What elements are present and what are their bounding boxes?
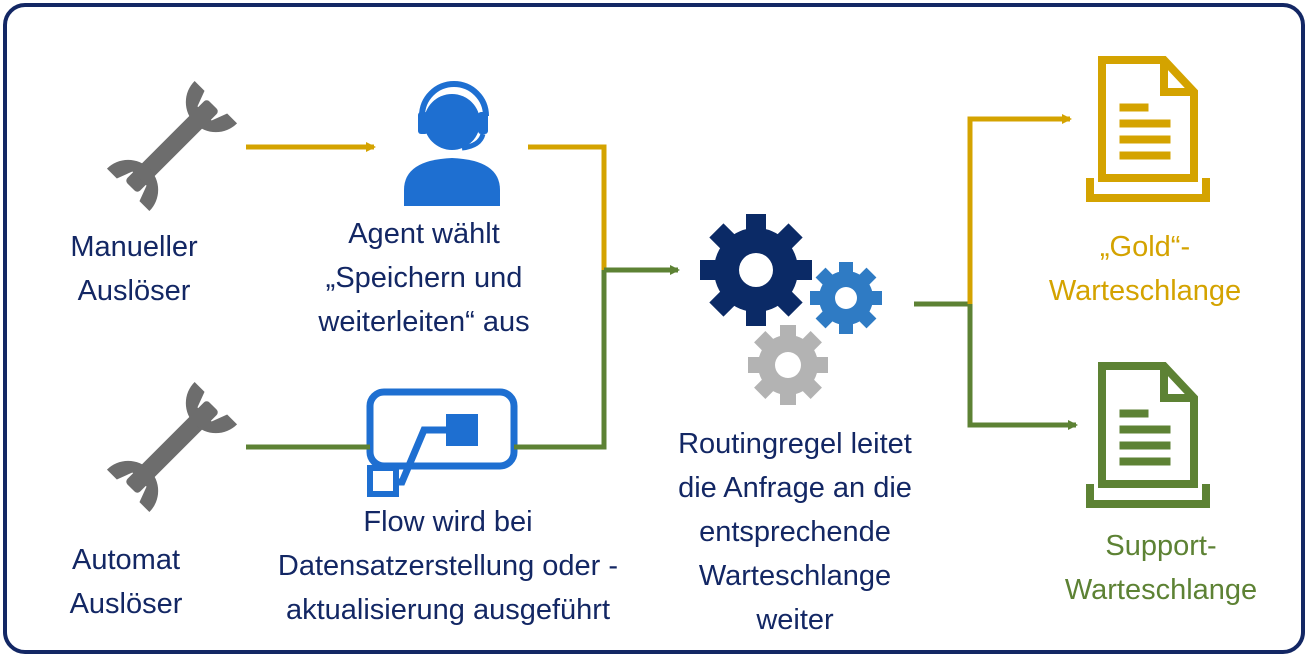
flow-label-line3: aktualisierung ausgeführt <box>285 594 611 626</box>
support-queue-label-line2: Warteschlange <box>1064 574 1258 606</box>
manual-trigger-label: Manueller Auslöser <box>34 225 234 313</box>
agent-label-line2: „Speichern und <box>325 262 523 294</box>
routing-label-line1: Routingregel leitet <box>678 428 912 460</box>
agent-label-line1: Agent wählt <box>348 218 500 250</box>
arrow-to-gold-queue <box>967 114 1072 304</box>
support-queue-label: Support- Warteschlange <box>1036 524 1286 612</box>
support-queue-label-line1: Support- <box>1105 530 1217 562</box>
manual-trigger-label-line1: Manueller <box>70 231 198 263</box>
flow-label: Flow wird bei Datensatzerstellung oder -… <box>238 500 658 632</box>
auto-trigger-label-line1: Automat <box>72 544 180 576</box>
flow-label-line1: Flow wird bei <box>363 506 533 538</box>
manual-trigger-label-line2: Auslöser <box>77 275 191 307</box>
arrow-to-support-queue <box>967 304 1078 430</box>
routing-label-line5: weiter <box>756 604 834 636</box>
agent-label: Agent wählt „Speichern und weiterleiten“… <box>274 212 574 344</box>
auto-trigger-label-line2: Auslöser <box>69 588 183 620</box>
wrench-icon <box>106 80 238 212</box>
routing-label: Routingregel leitet die Anfrage an die e… <box>640 422 950 642</box>
flow-label-line2: Datensatzerstellung oder - <box>277 550 619 582</box>
gold-queue-label-line1: „Gold“- <box>1099 231 1191 263</box>
wrench-icon <box>106 381 238 513</box>
document-queue-icon <box>1090 60 1206 198</box>
routing-label-line4: Warteschlange <box>698 560 892 592</box>
auto-trigger-label: Automat Auslöser <box>26 538 226 626</box>
connector-agent-to-routing <box>528 144 607 270</box>
routing-label-line3: entsprechende <box>699 516 891 548</box>
diagram-frame <box>3 3 1305 654</box>
power-automate-flow-icon <box>366 388 518 497</box>
agent-label-line3: weiterleiten“ aus <box>318 306 530 338</box>
routing-label-line2: die Anfrage an die <box>678 472 912 504</box>
gold-queue-label-line2: Warteschlange <box>1048 275 1242 307</box>
gold-queue-label: „Gold“- Warteschlange <box>1020 225 1270 313</box>
document-queue-icon <box>1090 366 1206 504</box>
headset-agent-icon <box>404 81 500 206</box>
gears-icon <box>700 214 882 405</box>
connector-flow-to-routing <box>514 270 607 450</box>
